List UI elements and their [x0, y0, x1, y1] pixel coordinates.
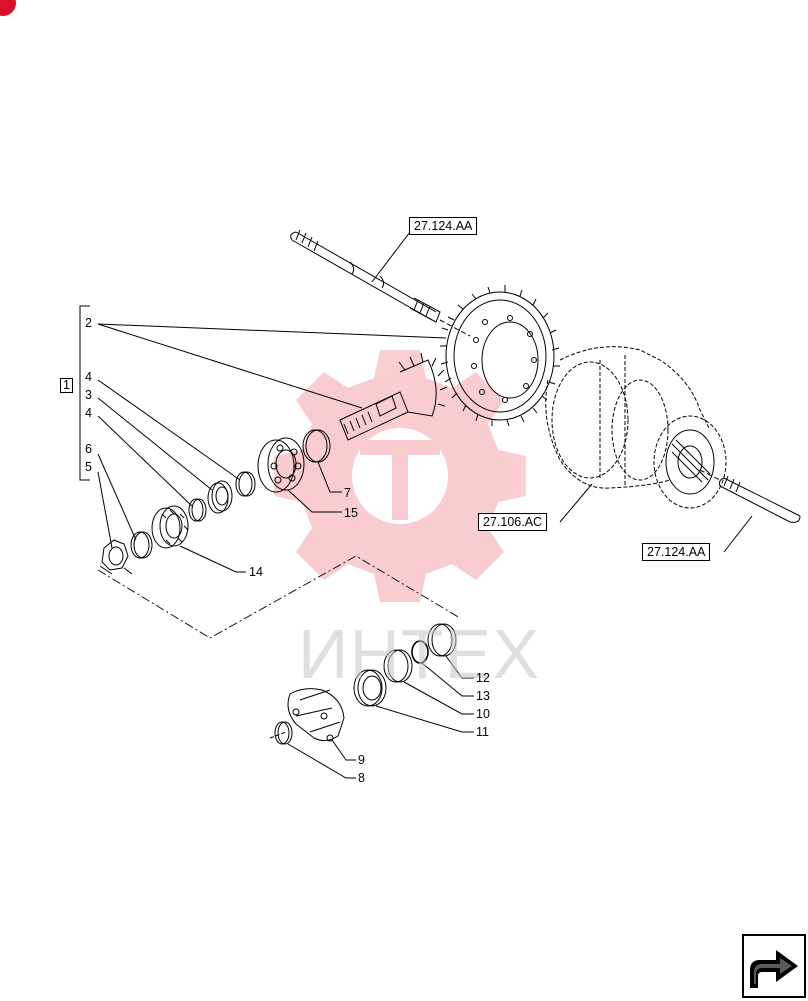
callout-3: 3	[85, 388, 92, 402]
snap-ring-8[interactable]	[274, 721, 293, 745]
spacer-ring-6[interactable]	[130, 531, 153, 559]
watermark-text: ИНТЕХ	[298, 615, 541, 693]
spacer-ring-3[interactable]	[207, 480, 233, 514]
seal-11[interactable]	[353, 669, 387, 707]
watermark-gear-logo	[274, 350, 526, 602]
yoke-flange-9[interactable]	[269, 688, 345, 742]
callout-leader-lines	[79, 231, 753, 779]
callout-2: 2	[85, 316, 92, 330]
differential-housing[interactable]	[545, 346, 727, 509]
shim-ring-4-upper[interactable]	[235, 471, 256, 497]
o-ring-13[interactable]	[411, 640, 429, 664]
ring-10[interactable]	[383, 649, 413, 683]
callout-7: 7	[344, 486, 351, 500]
ref-box-top-shaft[interactable]: 27.124.AA	[409, 217, 478, 235]
callout-9: 9	[358, 753, 365, 767]
bearing-15[interactable]	[257, 437, 305, 493]
callout-5: 5	[85, 460, 92, 474]
callout-4-upper: 4	[85, 370, 92, 384]
callout-6: 6	[85, 442, 92, 456]
lower-axle-shaft[interactable]	[699, 469, 801, 523]
bearing-14[interactable]	[151, 505, 189, 549]
brand-corner-mark	[0, 0, 16, 16]
callout-4-lower: 4	[85, 406, 92, 420]
ring-gear[interactable]	[440, 285, 560, 427]
next-page-arrow-icon	[750, 950, 798, 988]
callout-11: 11	[476, 725, 489, 739]
upper-axle-shaft[interactable]	[290, 229, 471, 337]
shim-ring-4-lower[interactable]	[188, 498, 207, 522]
ref-box-bottom-shaft[interactable]: 27.124.AA	[642, 543, 711, 561]
callout-10: 10	[476, 707, 490, 721]
ref-box-housing[interactable]: 27.106.AC	[478, 513, 548, 531]
callout-15: 15	[344, 506, 358, 520]
pinion-gear-shaft[interactable]	[339, 352, 448, 441]
callout-12: 12	[476, 671, 490, 685]
callout-13: 13	[476, 689, 490, 703]
assembly-connection-line	[97, 555, 461, 639]
callout-14: 14	[249, 565, 263, 579]
group-number-box: 1	[60, 378, 73, 393]
callout-8: 8	[358, 771, 365, 785]
lock-nut-5[interactable]	[99, 539, 133, 575]
next-page-button[interactable]	[742, 934, 806, 998]
ring-12[interactable]	[427, 623, 457, 657]
